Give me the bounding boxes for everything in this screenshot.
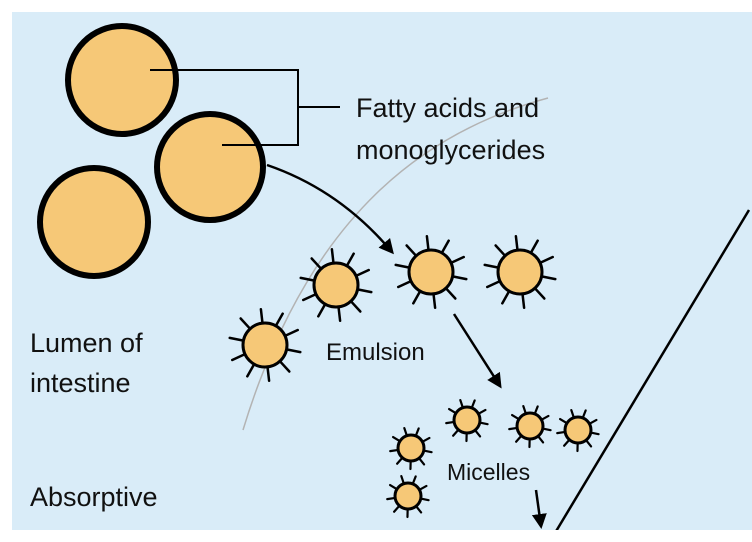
emulsion-droplets xyxy=(228,234,557,383)
micelle xyxy=(386,474,430,519)
lumen-label-line2: intestine xyxy=(30,368,131,398)
micelle xyxy=(508,404,552,449)
micelles-label: Micelles xyxy=(447,459,530,485)
epithelium-boundary-line xyxy=(550,209,751,539)
fat-droplets xyxy=(37,23,266,279)
micelle xyxy=(445,398,489,443)
emulsion-droplet xyxy=(299,247,373,323)
emulsion-droplet xyxy=(228,307,302,383)
lumen-label-line1: Lumen of xyxy=(30,328,143,358)
emulsion-label: Emulsion xyxy=(326,339,425,366)
absorptive-label: Absorptive xyxy=(30,482,158,512)
fat-droplet xyxy=(37,165,151,279)
arrow-to-emulsion xyxy=(266,163,394,255)
emulsion-droplet xyxy=(483,234,557,310)
fat-droplet xyxy=(154,111,266,223)
arrow-down xyxy=(531,489,547,529)
emulsion-droplet xyxy=(394,234,468,310)
bottom-crop-band xyxy=(0,530,752,542)
micelle xyxy=(389,426,433,471)
micelle xyxy=(556,408,600,453)
fatty-acids-label-line1: Fatty acids and xyxy=(356,93,539,123)
fatty-acids-label-line2: monoglycerides xyxy=(356,135,545,165)
fat-droplet xyxy=(65,23,179,137)
label-bracket xyxy=(150,69,340,146)
arrow-to-micelles xyxy=(452,313,502,389)
micelles xyxy=(386,398,600,519)
